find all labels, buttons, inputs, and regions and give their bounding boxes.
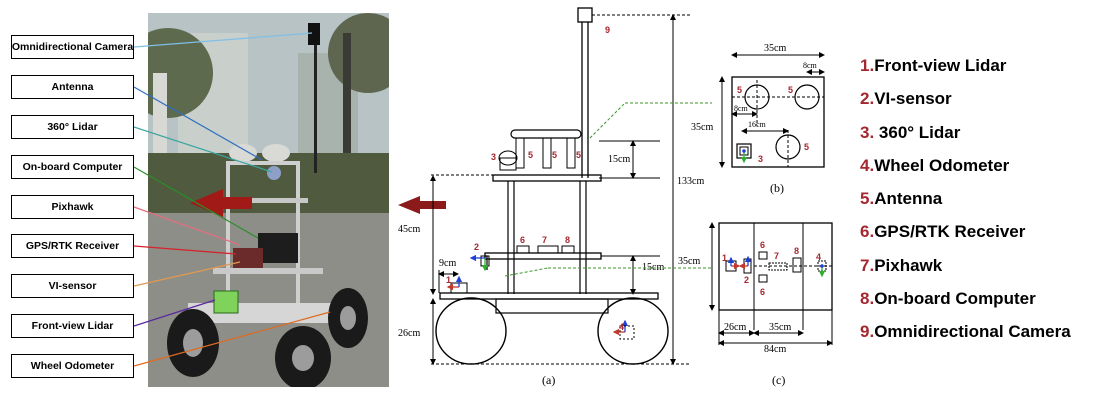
legend-num-9: 9. — [860, 322, 875, 342]
marker-c-7: 7 — [774, 251, 779, 261]
legend-item-7: 7.Pixhawk — [860, 255, 1071, 288]
dim-b-8-left: 8cm — [734, 104, 749, 113]
legend-num-2: 2. — [860, 89, 875, 109]
callout-omnidirectional-camera: Omnidirectional Camera — [11, 35, 134, 59]
legend-item-2: 2.VI-sensor — [860, 88, 1071, 121]
top-view-c: 35cm 1 2 6 6 7 8 4 26cm — [678, 222, 833, 387]
legend-num-8: 8. — [860, 289, 875, 309]
marker-8: 8 — [565, 235, 570, 245]
legend-label-9: Omnidirectional Camera — [874, 322, 1071, 342]
marker-c-6-b: 6 — [760, 287, 765, 297]
marker-c-6-a: 6 — [760, 240, 765, 250]
marker-b-5-a: 5 — [737, 85, 742, 95]
legend-item-6: 6.GPS/RTK Receiver — [860, 221, 1071, 254]
callout-front-view-lidar: Front-view Lidar — [11, 314, 134, 338]
marker-4: 4 — [619, 322, 624, 332]
legend-label-2: VI-sensor — [874, 89, 952, 109]
marker-1: 1 — [446, 275, 451, 285]
robot-photo-illustration — [148, 13, 389, 387]
legend-item-1: 1.Front-view Lidar — [860, 55, 1071, 88]
omnidirectional-camera-box — [577, 7, 593, 23]
callout-wheel-odometer: Wheel Odometer — [11, 354, 134, 378]
legend-label-1: Front-view Lidar — [874, 56, 1007, 75]
callout-vi-sensor: VI-sensor — [11, 274, 134, 298]
legend-num-5: 5. — [860, 189, 875, 209]
dim-c-35-mid: 35cm — [769, 322, 791, 333]
marker-5-b: 5 — [552, 150, 557, 160]
callout-360-lidar: 360° Lidar — [11, 115, 134, 139]
callout-gps-rtk-receiver: GPS/RTK Receiver — [11, 234, 134, 258]
dim-b-16: 16cm — [748, 120, 767, 129]
dim-26: 26cm — [398, 328, 420, 339]
marker-c-2: 2 — [744, 275, 749, 285]
legend-item-4: 4.Wheel Odometer — [860, 155, 1071, 188]
legend-item-8: 8.On-board Computer — [860, 288, 1071, 321]
legend-item-5: 5.Antenna — [860, 188, 1071, 221]
legend-label-6: GPS/RTK Receiver — [874, 222, 1026, 242]
marker-9: 9 — [605, 25, 610, 35]
marker-2: 2 — [474, 242, 479, 252]
marker-c-1: 1 — [722, 253, 727, 263]
callout-onboard-computer: On-board Computer — [11, 155, 134, 179]
robot-photo — [148, 13, 389, 387]
legend-num-3: 3. — [860, 122, 875, 142]
dim-c-26: 26cm — [724, 322, 746, 333]
dim-133: 133cm — [677, 176, 704, 187]
marker-c-4: 4 — [816, 252, 821, 262]
callout-pixhawk: Pixhawk — [11, 195, 134, 219]
legend-num-7: 7. — [860, 255, 875, 275]
marker-6: 6 — [520, 235, 525, 245]
callout-antenna: Antenna — [11, 75, 134, 99]
legend-item-3: 3. 360° Lidar — [860, 122, 1071, 155]
marker-b-3: 3 — [758, 154, 763, 164]
dim-c-84: 84cm — [764, 344, 786, 355]
legend-label-8: On-board Computer — [874, 289, 1036, 309]
technical-drawings: 9 5 5 5 3 15cm 6 7 8 — [398, 7, 833, 387]
direction-arrow — [398, 196, 446, 214]
caption-a: (a) — [542, 373, 555, 387]
caption-b: (b) — [770, 181, 784, 195]
legend-label-7: Pixhawk — [874, 255, 943, 275]
caption-c: (c) — [772, 373, 785, 387]
marker-7: 7 — [542, 235, 547, 245]
dim-b-8-top: 8cm — [803, 61, 818, 70]
legend-num-6: 6. — [860, 222, 875, 242]
dim-9: 9cm — [439, 258, 456, 269]
legend-label-5: Antenna — [874, 189, 943, 209]
callout-leader-lines — [133, 32, 331, 367]
legend-num-4: 4. — [860, 155, 875, 175]
marker-c-8: 8 — [794, 246, 799, 256]
legend-label-3: 360° Lidar — [874, 122, 961, 142]
dim-b-35-height: 35cm — [691, 122, 713, 133]
marker-5-a: 5 — [528, 150, 533, 160]
legend-label-4: Wheel Odometer — [874, 155, 1010, 175]
marker-b-5-b: 5 — [788, 85, 793, 95]
marker-b-5-c: 5 — [804, 142, 809, 152]
legend-item-9: 9.Omnidirectional Camera — [860, 321, 1071, 354]
marker-5-c: 5 — [576, 150, 581, 160]
robot-photo-panel: Omnidirectional Camera Antenna 360° Lida… — [0, 0, 400, 400]
dim-15-top: 15cm — [608, 154, 630, 165]
side-view-a: 9 5 5 5 3 15cm 6 7 8 — [398, 7, 712, 387]
marker-3: 3 — [491, 152, 496, 162]
dim-c-35-height: 35cm — [678, 256, 700, 267]
dim-b-35-width: 35cm — [764, 43, 786, 54]
legend-num-1: 1. — [860, 56, 875, 75]
sensor-legend: 1.Front-view Lidar 2.VI-sensor 3. 360° L… — [860, 55, 1071, 355]
dim-45: 45cm — [398, 224, 420, 235]
top-view-b: 35cm 35cm 5 5 5 8cm 8cm 16cm 3 (b) — [691, 43, 825, 195]
